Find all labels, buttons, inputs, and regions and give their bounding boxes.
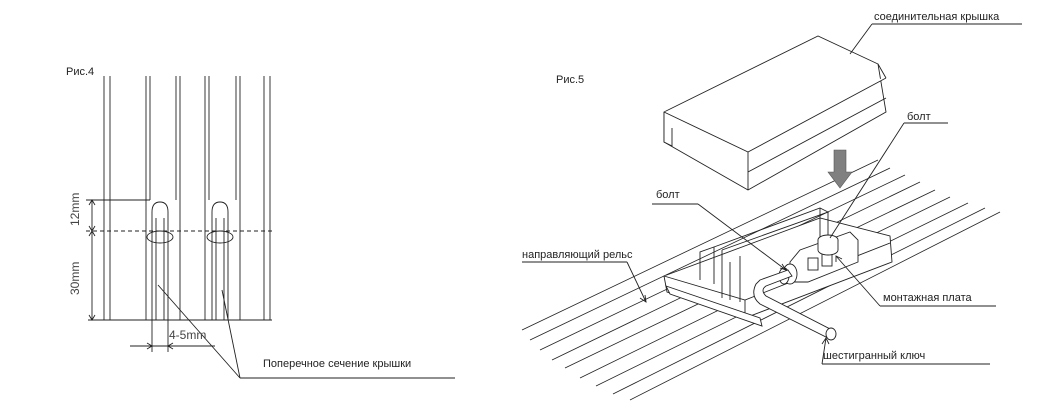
label-guide-rail: направляющий рельс xyxy=(522,249,633,261)
fig4-dim-gap: 4-5mm xyxy=(169,328,206,342)
label-mounting-plate: монтажная плата xyxy=(883,292,973,304)
leader-lines xyxy=(522,23,1022,365)
hex-key-drawing xyxy=(665,269,837,341)
down-arrow-icon xyxy=(827,149,853,189)
label-connecting-cover: соединительная крышка xyxy=(874,11,1000,23)
fig4-label: Рис.4 xyxy=(66,66,94,78)
fig4-dim-top: 12mm xyxy=(68,193,82,226)
connecting-cover-drawing xyxy=(663,35,887,191)
fig5-label: Рис.5 xyxy=(556,74,584,86)
fig4-dim-bottom: 30mm xyxy=(68,262,82,295)
fig4-drawing xyxy=(86,76,455,379)
label-bolt-top: болт xyxy=(907,111,931,123)
label-bolt-left: болт xyxy=(656,189,680,201)
fig4-caption: Поперечное сечение крышки xyxy=(263,358,411,370)
label-hex-key: шестигранный ключ xyxy=(823,350,925,362)
